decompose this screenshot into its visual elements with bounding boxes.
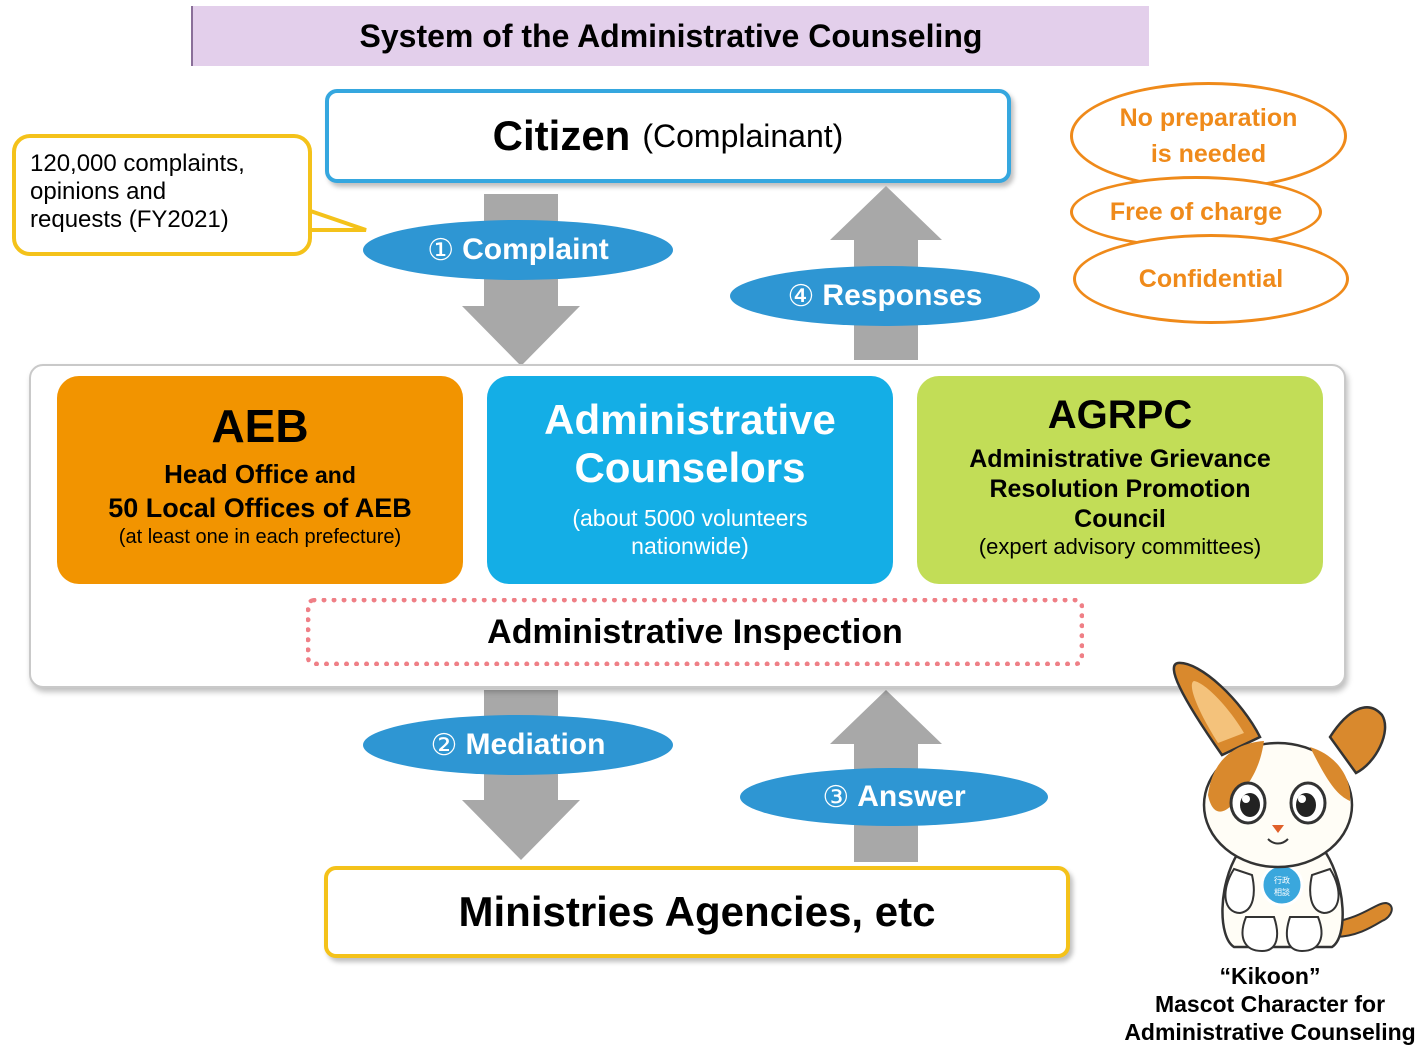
callout-line: requests (FY2021) (30, 206, 229, 233)
counselors-note: nationwide) (631, 533, 749, 559)
mascot-kikoon-icon: 行政 相談 (1172, 661, 1393, 953)
aeb-note: (at least one in each prefecture) (118, 526, 402, 548)
svg-text:行政: 行政 (1274, 875, 1290, 885)
title-banner: System of the Administrative Counseling (191, 6, 1149, 66)
aeb-card: AEB Head Office and 50 Local Offices of … (57, 376, 463, 584)
oval-text: is needed (1150, 140, 1267, 168)
ministries-box: Ministries Agencies, etc (324, 866, 1070, 958)
step-complaint-label: ① Complaint (363, 220, 673, 280)
callout-line: opinions and (30, 178, 167, 205)
ministries-label: Ministries Agencies, etc (458, 888, 936, 935)
counselors-title: Administrative (544, 396, 836, 443)
agrpc-note: (expert advisory committees) (978, 534, 1262, 559)
step-mediation-label: ② Mediation (363, 715, 673, 775)
oval-text: Confidential (1138, 265, 1284, 293)
aeb-line1: Head Office and (57, 458, 463, 491)
agrpc-line: Council (1074, 505, 1166, 533)
complainant-label: (Complainant) (642, 117, 844, 154)
oval-text: No preparation (1119, 104, 1298, 132)
inspection-box: Administrative Inspection (306, 598, 1084, 666)
step-number: ① (427, 233, 455, 267)
mascot-caption: “Kikoon” Mascot Character for Administra… (1120, 962, 1420, 1046)
step-text: Responses (822, 279, 983, 312)
step-responses-label: ④ Responses (730, 266, 1040, 326)
counselors-card: Administrative Counselors (about 5000 vo… (487, 376, 893, 584)
agrpc-card: AGRPC Administrative Grievance Resolutio… (917, 376, 1323, 584)
aeb-title: AEB (211, 400, 309, 452)
statistics-callout: 120,000 complaints, opinions and request… (12, 134, 312, 256)
agrpc-line: Administrative Grievance (969, 445, 1271, 473)
aeb-head-office: Head Office (164, 459, 309, 489)
citizen-box: Citizen (Complainant) (325, 89, 1011, 183)
aeb-local-offices: 50 Local Offices of AEB (108, 493, 412, 523)
no-preparation-oval: No preparation is needed (1070, 82, 1347, 190)
aeb-and: and (308, 462, 356, 488)
citizen-label: Citizen (492, 112, 631, 159)
page-title: System of the Administrative Counseling (359, 17, 983, 54)
counselors-title: Counselors (574, 444, 806, 491)
step-text: Answer (857, 780, 966, 813)
step-text: Complaint (462, 233, 609, 266)
agrpc-line: Resolution Promotion (989, 475, 1251, 503)
step-number: ② (430, 728, 458, 762)
mascot-caption-line: Administrative Counseling (1124, 1019, 1416, 1045)
mascot-name: “Kikoon” (1219, 963, 1321, 989)
agrpc-title: AGRPC (1047, 393, 1193, 437)
mascot-caption-line: Mascot Character for (1154, 991, 1386, 1017)
step-text: Mediation (465, 728, 606, 761)
inspection-label: Administrative Inspection (487, 612, 903, 651)
oval-text: Free of charge (1109, 198, 1283, 226)
callout-line: 120,000 complaints, (30, 150, 245, 177)
counselors-note: (about 5000 volunteers (572, 505, 808, 531)
svg-text:相談: 相談 (1274, 887, 1290, 897)
step-number: ③ (822, 780, 850, 814)
confidential-oval: Confidential (1073, 234, 1349, 324)
step-number: ④ (787, 279, 815, 313)
step-answer-label: ③ Answer (740, 768, 1048, 826)
